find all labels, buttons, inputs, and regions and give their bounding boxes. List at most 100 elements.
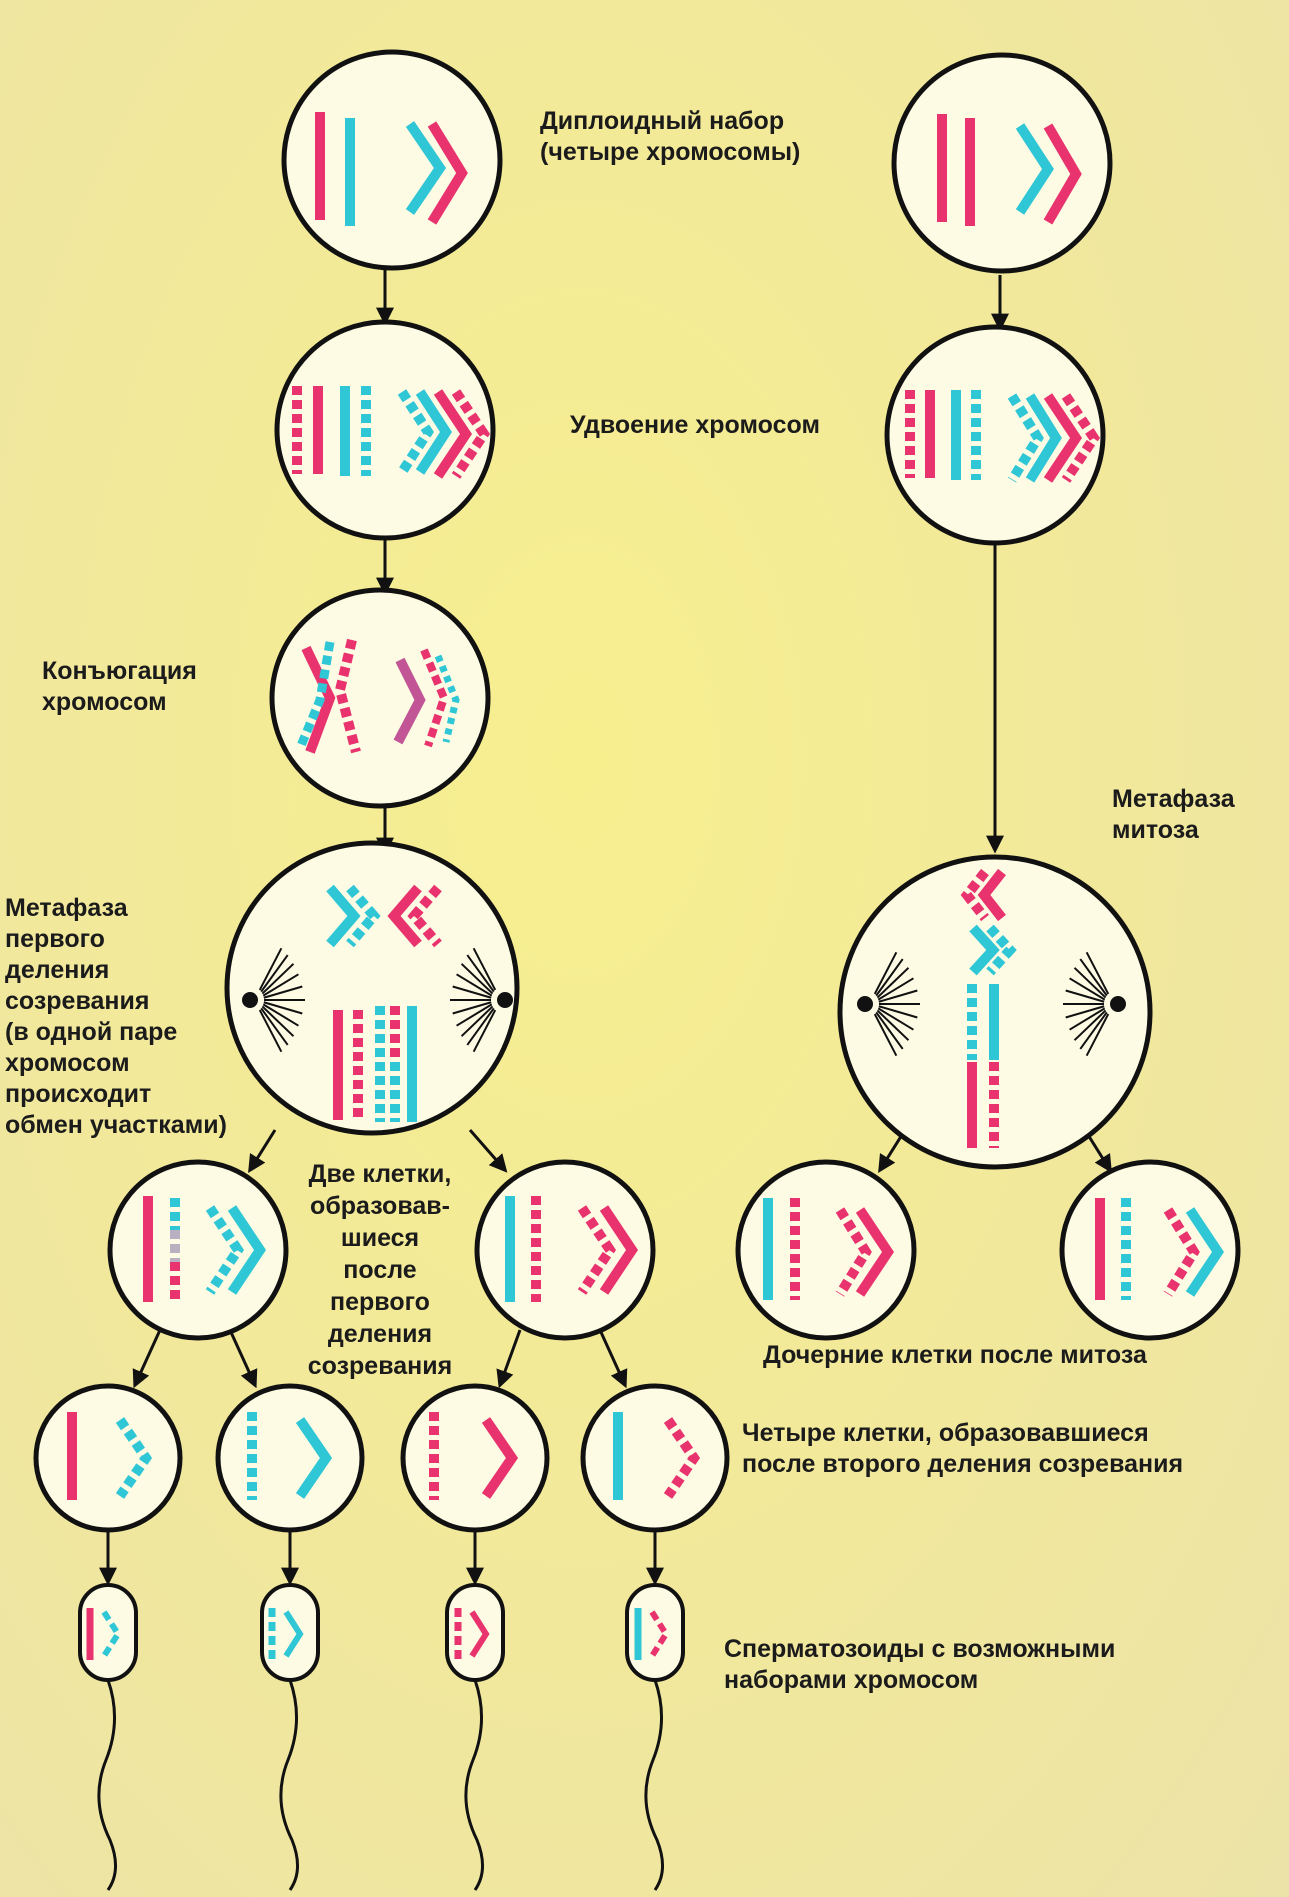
spindle-fiber xyxy=(262,1003,299,1027)
sperm-tail xyxy=(279,1679,299,1891)
spindle-fiber xyxy=(466,954,495,993)
spindle-fiber xyxy=(261,963,295,995)
spindle-fiber xyxy=(452,985,492,999)
spindle-fiber xyxy=(1073,1009,1107,1041)
cell-diploid xyxy=(281,49,503,271)
spindle-fiber xyxy=(1079,958,1108,997)
sperm-tail xyxy=(644,1679,664,1891)
bent-chromosome-icon xyxy=(663,1417,701,1499)
spindle-fiber xyxy=(260,954,289,993)
spindle-fiber xyxy=(1085,1013,1110,1057)
arrow-down-icon xyxy=(248,1129,277,1174)
bent-chromosome-icon xyxy=(977,868,1006,922)
bent-chromosome-icon xyxy=(469,1610,490,1658)
bent-chromosome-icon xyxy=(101,1610,122,1658)
spindle-fiber xyxy=(878,1005,918,1019)
spindle-fiber xyxy=(260,1007,289,1046)
bent-chromosome-icon xyxy=(1043,393,1083,483)
centriole-icon xyxy=(1110,996,1126,1012)
cell-duplicated-mitosis xyxy=(884,324,1106,546)
cell-meiosis-ii-2 xyxy=(215,1383,365,1533)
spindle-fiber xyxy=(472,947,497,991)
cell-membrane xyxy=(474,1159,656,1341)
centriole-icon xyxy=(242,992,258,1008)
spindle-fiber xyxy=(263,1001,303,1015)
label-metaphase-mitosis: Метафаза митоза xyxy=(1112,785,1235,844)
bent-chromosome-icon xyxy=(1061,393,1101,483)
bent-chromosome-icon xyxy=(599,1205,639,1295)
spindle-fiber xyxy=(258,947,283,991)
cell-meiosis-ii-4 xyxy=(580,1383,730,1533)
bent-chromosome-icon xyxy=(481,1417,519,1499)
label-two-cells: Две клетки, образовав- шиеся после перво… xyxy=(307,1160,453,1380)
arrow-down-icon xyxy=(468,1129,508,1173)
label-daughter-cells: Дочерние клетки после митоза xyxy=(763,1341,1147,1369)
bent-chromosome-icon xyxy=(1025,393,1062,483)
bent-chromosome-icon xyxy=(1015,123,1054,215)
spindle-fiber xyxy=(1065,1005,1105,1019)
cell-meiosis-ii-3 xyxy=(400,1383,550,1533)
bent-chromosome-icon xyxy=(407,884,442,948)
label-four-cells: Четыре клетки, образовавшиеся после втор… xyxy=(742,1419,1184,1478)
spindle-fiber xyxy=(460,1005,494,1037)
bent-chromosome-icon xyxy=(960,868,989,922)
bent-chromosome-icon xyxy=(346,884,381,948)
spindle-fiber xyxy=(472,1009,497,1053)
spindle-fiber xyxy=(456,1003,493,1027)
sperm-cell-icon xyxy=(445,1583,505,1891)
bent-chromosome-icon xyxy=(420,648,449,748)
spindle-fiber xyxy=(873,951,898,995)
sperm-cell-icon xyxy=(260,1583,320,1891)
arrow-down-icon xyxy=(598,1329,628,1389)
spindle-fiber xyxy=(1085,951,1110,995)
bent-chromosome-icon xyxy=(115,1417,153,1499)
bent-chromosome-icon xyxy=(1185,1207,1225,1297)
bent-chromosome-icon xyxy=(577,1205,617,1295)
sperm-cell-icon xyxy=(625,1583,685,1891)
bent-chromosome-icon xyxy=(434,654,460,743)
spindle-fiber xyxy=(876,967,910,999)
cell-daughter-right xyxy=(1059,1159,1241,1341)
spindle-fiber xyxy=(258,1009,283,1053)
cell-metaphase-mitosis xyxy=(837,854,1153,1170)
cell-membrane xyxy=(580,1383,730,1533)
spindle-fiber xyxy=(1065,989,1105,1003)
centriole-icon xyxy=(497,992,513,1008)
spindle-fiber xyxy=(261,1005,295,1037)
bent-chromosome-icon xyxy=(405,121,447,215)
bent-chromosome-icon xyxy=(334,638,361,754)
cell-daughter-left xyxy=(735,1159,917,1341)
spindle-fiber xyxy=(452,1001,492,1015)
bent-chromosome-icon xyxy=(1007,393,1044,483)
sperm-tail xyxy=(97,1679,117,1891)
bent-chromosome-icon xyxy=(855,1207,895,1297)
spindle-fiber xyxy=(878,989,918,1003)
cell-membrane xyxy=(33,1383,183,1533)
centriole-icon xyxy=(857,996,873,1012)
cell-meiosis-i-left xyxy=(107,1159,289,1341)
spindle-fiber xyxy=(873,1013,898,1057)
bent-chromosome-icon xyxy=(986,924,1017,976)
cell-membrane xyxy=(735,1159,917,1341)
bent-chromosome-icon xyxy=(1043,123,1082,225)
cell-membrane xyxy=(224,840,520,1136)
cell-membrane xyxy=(215,1383,365,1533)
cell-meiosis-i-right xyxy=(474,1159,656,1341)
sperm-tail xyxy=(464,1679,484,1891)
cell-membrane xyxy=(400,1383,550,1533)
bent-chromosome-icon xyxy=(969,924,1000,976)
cell-membrane xyxy=(274,319,496,541)
spindle-fiber xyxy=(877,1007,914,1031)
label-metaphase-first-division: Метафаза первого деления созревания (в о… xyxy=(5,894,227,1139)
spindle-fiber xyxy=(1069,1007,1106,1031)
bent-chromosome-icon xyxy=(301,645,336,754)
bent-chromosome-icon xyxy=(393,657,426,745)
label-chromosome-conjugation: Конъюгация хромосом xyxy=(42,657,197,716)
spindle-fiber xyxy=(875,958,904,997)
bent-chromosome-icon xyxy=(295,1417,333,1499)
arrow-down-icon xyxy=(496,1329,522,1389)
cell-diploid-mitosis xyxy=(891,52,1113,274)
bent-chromosome-icon xyxy=(835,1207,872,1297)
cell-metaphase-meiosis xyxy=(224,840,520,1136)
